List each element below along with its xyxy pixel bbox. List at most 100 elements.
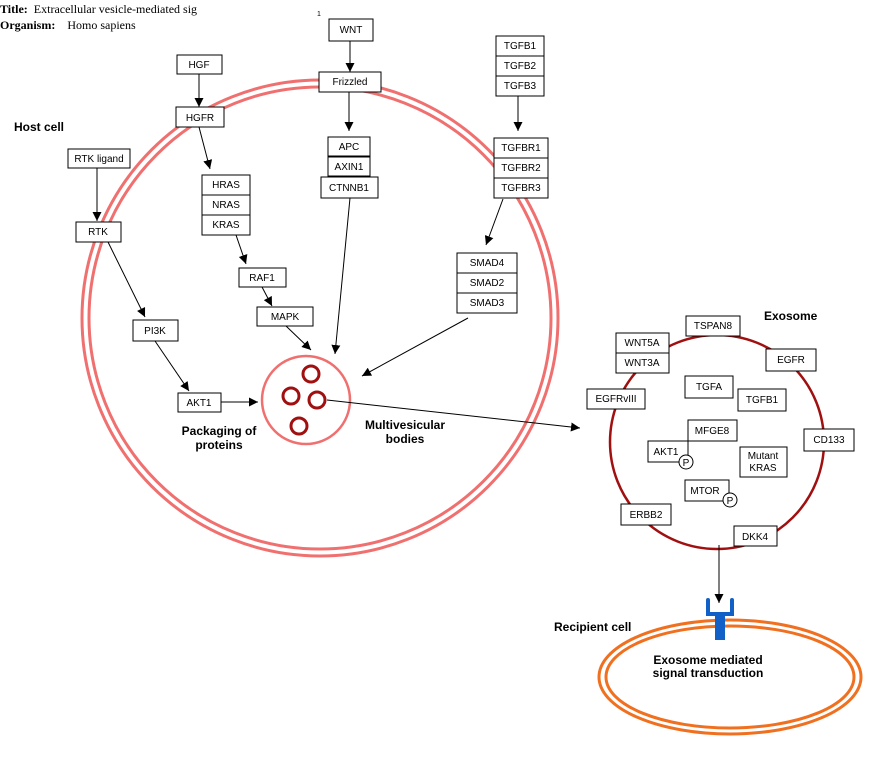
node-tgfbr2[interactable]: TGFBR2 — [493, 157, 549, 179]
node-smad3[interactable]: SMAD3 — [456, 292, 518, 314]
node-mapk[interactable]: MAPK — [256, 306, 314, 327]
node-tgfb1-exosome[interactable]: TGFB1 — [737, 388, 787, 412]
svg-text:TGFBR3: TGFBR3 — [501, 183, 541, 194]
node-pi3k[interactable]: PI3K — [132, 319, 179, 342]
svg-text:SMAD4: SMAD4 — [470, 258, 505, 269]
vesicle — [301, 364, 321, 384]
svg-text:WNT3A: WNT3A — [625, 358, 660, 369]
svg-text:TGFBR1: TGFBR1 — [501, 143, 541, 154]
node-cd133[interactable]: CD133 — [803, 428, 855, 452]
node-akt1-exosome[interactable]: AKT1 — [647, 440, 689, 463]
node-mfge8[interactable]: MFGE8 — [687, 419, 738, 442]
node-tgfbr3[interactable]: TGFBR3 — [493, 177, 549, 199]
svg-text:RTK ligand: RTK ligand — [74, 154, 123, 165]
node-nras[interactable]: NRAS — [201, 194, 251, 216]
node-smad2[interactable]: SMAD2 — [456, 272, 518, 294]
svg-text:TGFA: TGFA — [696, 382, 722, 393]
node-egfr[interactable]: EGFR — [765, 348, 817, 372]
vesicle — [289, 416, 309, 436]
svg-text:RAF1: RAF1 — [249, 273, 275, 284]
vesicle — [307, 390, 327, 410]
svg-text:EGFR: EGFR — [777, 355, 805, 366]
node-dkk4[interactable]: DKK4 — [733, 525, 778, 547]
svg-text:AXIN1: AXIN1 — [335, 162, 364, 173]
recipient-cell-label: Recipient cell — [554, 620, 631, 634]
node-ctnnb1[interactable]: CTNNB1 — [320, 176, 379, 199]
svg-text:AKT1: AKT1 — [653, 447, 678, 458]
svg-text:TGFB1: TGFB1 — [746, 395, 779, 406]
node-tspan8[interactable]: TSPAN8 — [685, 315, 741, 337]
mvb-label-line1: Multivesicular — [365, 418, 445, 432]
node-rtk[interactable]: RTK — [75, 221, 122, 243]
svg-text:WNT5A: WNT5A — [625, 338, 660, 349]
node-raf1[interactable]: RAF1 — [238, 267, 287, 288]
svg-text:TGFB3: TGFB3 — [504, 81, 537, 92]
receptor-icon — [706, 598, 734, 640]
svg-text:TGFB1: TGFB1 — [504, 41, 537, 52]
node-apc[interactable]: APC — [327, 136, 371, 157]
svg-text:ERBB2: ERBB2 — [630, 510, 663, 521]
interaction-edges — [92, 41, 724, 603]
node-erbb2[interactable]: ERBB2 — [620, 503, 672, 526]
svg-text:KRAS: KRAS — [749, 463, 777, 474]
exosome-label: Exosome — [764, 309, 818, 323]
organism-label: Organism: — [0, 18, 56, 32]
svg-text:TGFBR2: TGFBR2 — [501, 163, 541, 174]
svg-text:HGF: HGF — [188, 60, 209, 71]
recipient-cell-membrane — [597, 618, 863, 736]
multivesicular-body — [260, 354, 352, 446]
svg-text:P: P — [683, 458, 690, 469]
svg-text:HRAS: HRAS — [212, 180, 240, 191]
node-tgfb3[interactable]: TGFB3 — [495, 75, 545, 97]
packaging-label-line2: proteins — [195, 438, 243, 452]
version-mark: 1 — [317, 11, 321, 18]
node-hras[interactable]: HRAS — [201, 174, 251, 196]
svg-text:MTOR: MTOR — [690, 486, 719, 497]
node-mtor[interactable]: MTOR — [684, 479, 730, 502]
svg-text:EGFRvIII: EGFRvIII — [595, 394, 636, 405]
svg-text:Mutant: Mutant — [748, 451, 779, 462]
organism-line: Organism: Homo sapiens — [0, 18, 136, 33]
node-hgf[interactable]: HGF — [176, 54, 223, 75]
node-tgfbr1[interactable]: TGFBR1 — [493, 137, 549, 159]
svg-text:AKT1: AKT1 — [186, 398, 211, 409]
host-cell-label: Host cell — [14, 120, 64, 134]
host-cell-membrane — [80, 78, 560, 558]
svg-text:TSPAN8: TSPAN8 — [694, 321, 733, 332]
svg-text:P: P — [727, 496, 734, 507]
phospho-mtor-icon: P — [722, 492, 738, 508]
node-smad4[interactable]: SMAD4 — [456, 252, 518, 274]
svg-text:APC: APC — [339, 142, 360, 153]
svg-text:RTK: RTK — [88, 227, 108, 238]
svg-text:CD133: CD133 — [813, 435, 845, 446]
node-tgfb1[interactable]: TGFB1 — [495, 35, 545, 57]
node-akt1-host[interactable]: AKT1 — [177, 392, 222, 413]
svg-text:MAPK: MAPK — [271, 312, 300, 323]
node-hgfr[interactable]: HGFR — [175, 106, 225, 128]
node-wnt[interactable]: WNT — [328, 18, 374, 42]
node-tgfb2[interactable]: TGFB2 — [495, 55, 545, 77]
node-kras[interactable]: KRAS — [201, 214, 251, 236]
svg-text:SMAD2: SMAD2 — [470, 278, 505, 289]
svg-text:MFGE8: MFGE8 — [695, 426, 730, 437]
title-line: Title: Extracellular vesicle-mediated si… — [0, 2, 197, 17]
svg-text:Frizzled: Frizzled — [332, 77, 367, 88]
title-value: Extracellular vesicle-mediated sig — [33, 2, 198, 16]
node-wnt5a[interactable]: WNT5A — [615, 332, 670, 354]
signal-label-line2: signal transduction — [653, 666, 764, 680]
node-axin1[interactable]: AXIN1 — [327, 156, 371, 177]
svg-text:KRAS: KRAS — [212, 220, 240, 231]
node-tgfa[interactable]: TGFA — [684, 375, 734, 399]
svg-text:SMAD3: SMAD3 — [470, 298, 505, 309]
node-wnt3a[interactable]: WNT3A — [615, 352, 670, 374]
node-egfrviii[interactable]: EGFRvIII — [586, 388, 646, 410]
svg-text:DKK4: DKK4 — [742, 532, 769, 543]
node-rtk-ligand[interactable]: RTK ligand — [67, 148, 131, 169]
svg-text:TGFB2: TGFB2 — [504, 61, 537, 72]
vesicle — [281, 386, 301, 406]
signal-label-line1: Exosome mediated — [653, 653, 762, 667]
svg-text:WNT: WNT — [340, 25, 363, 36]
node-frizzled[interactable]: Frizzled — [318, 71, 382, 93]
